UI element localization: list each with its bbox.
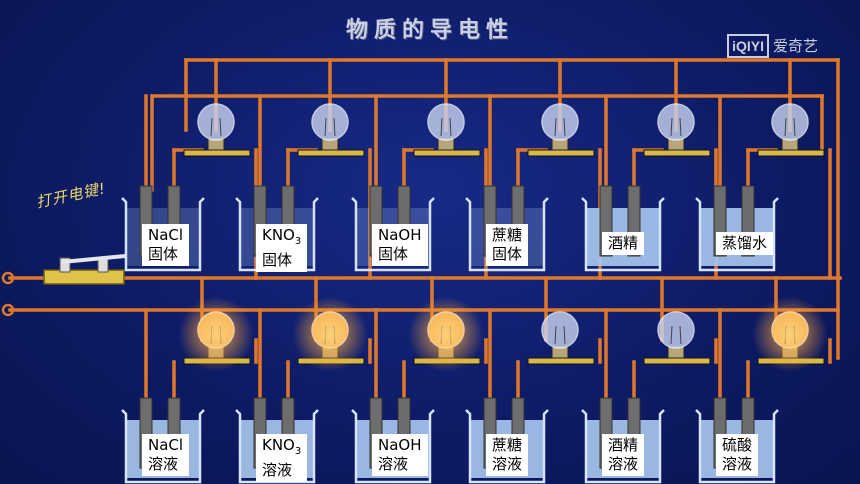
bulb-bottom-1-glow — [292, 296, 368, 372]
label-bottom-3-text: 蔗糖 — [492, 436, 523, 454]
bulb-top-3 — [527, 103, 595, 157]
label-bottom-2-line1: NaOH — [378, 436, 422, 455]
label-top-4-line1: 酒精 — [608, 234, 638, 253]
switch-base — [43, 269, 125, 285]
logo-text: 爱奇艺 — [772, 38, 818, 55]
label-bottom-3: 蔗糖溶液 — [486, 434, 529, 476]
label-bottom-1-line2: 溶液 — [262, 461, 293, 479]
label-bottom-4-line2: 溶液 — [608, 455, 639, 473]
label-bottom-2-line2: 溶液 — [378, 455, 409, 473]
label-top-5-line1: 蒸馏水 — [722, 234, 767, 253]
switch-lever — [61, 254, 126, 264]
label-bottom-3-line1: 蔗糖 — [492, 436, 522, 455]
label-top-5: 蒸馏水 — [716, 232, 774, 255]
bulb-top-0 — [183, 103, 251, 157]
terminal-left-lower — [1, 303, 15, 317]
label-top-5-text: 蒸馏水 — [722, 234, 768, 252]
bulb-bottom-0-glow — [178, 296, 254, 372]
label-bottom-1-line1: KNO3 — [262, 436, 301, 461]
label-top-0-line1: NaCl — [148, 226, 183, 245]
beaker-top-5 — [695, 185, 779, 272]
label-top-2-text: NaOH — [378, 226, 422, 244]
label-top-3: 蔗糖固体 — [486, 224, 529, 266]
label-top-0-text: NaCl — [148, 226, 184, 244]
label-bottom-4-text: 酒精 — [608, 436, 639, 454]
label-bottom-1-text: KNO — [262, 436, 295, 454]
beaker-top-4 — [581, 185, 665, 272]
label-top-2-line1: NaOH — [378, 226, 422, 245]
bulb-top-4 — [643, 103, 711, 157]
label-bottom-1-subscript: 3 — [294, 446, 302, 457]
label-top-3-line2: 固体 — [492, 245, 523, 263]
label-bottom-0-line1: NaCl — [148, 436, 183, 455]
label-top-1-text: KNO — [262, 226, 295, 244]
label-bottom-5-text: 硫酸 — [722, 436, 753, 454]
label-bottom-0-text: NaCl — [148, 436, 184, 454]
label-bottom-5: 硫酸溶液 — [716, 434, 759, 476]
bulb-top-2 — [413, 103, 481, 157]
label-top-3-line1: 蔗糖 — [492, 226, 522, 245]
label-top-4: 酒精 — [602, 232, 645, 255]
label-top-4-text: 酒精 — [608, 234, 639, 252]
bulb-top-1 — [297, 103, 365, 157]
bulb-bottom-5-glow — [752, 296, 828, 372]
label-bottom-0-line2: 溶液 — [148, 455, 179, 473]
label-bottom-2-text: NaOH — [378, 436, 422, 454]
label-top-1-line2: 固体 — [262, 251, 293, 269]
label-bottom-5-line2: 溶液 — [722, 455, 753, 473]
label-top-1-line1: KNO3 — [262, 226, 301, 251]
terminal-left-upper — [1, 271, 15, 285]
label-bottom-5-line1: 硫酸 — [722, 436, 752, 455]
bulb-bottom-4 — [643, 311, 711, 365]
bulb-bottom-3 — [527, 311, 595, 365]
label-top-1-subscript: 3 — [294, 236, 302, 247]
page-title: 物质的导电性 — [345, 18, 514, 43]
label-bottom-4-line1: 酒精 — [608, 436, 638, 455]
label-bottom-3-line2: 溶液 — [492, 455, 523, 473]
label-top-3-text: 蔗糖 — [492, 226, 523, 244]
label-top-0-line2: 固体 — [148, 245, 179, 263]
bulb-bottom-2-glow — [408, 296, 484, 372]
label-top-2-line2: 固体 — [378, 245, 409, 263]
switch-post-left — [59, 257, 71, 273]
logo-box: iQIYI — [727, 34, 769, 58]
label-bottom-4: 酒精溶液 — [602, 434, 645, 476]
bulb-top-5 — [757, 103, 825, 157]
